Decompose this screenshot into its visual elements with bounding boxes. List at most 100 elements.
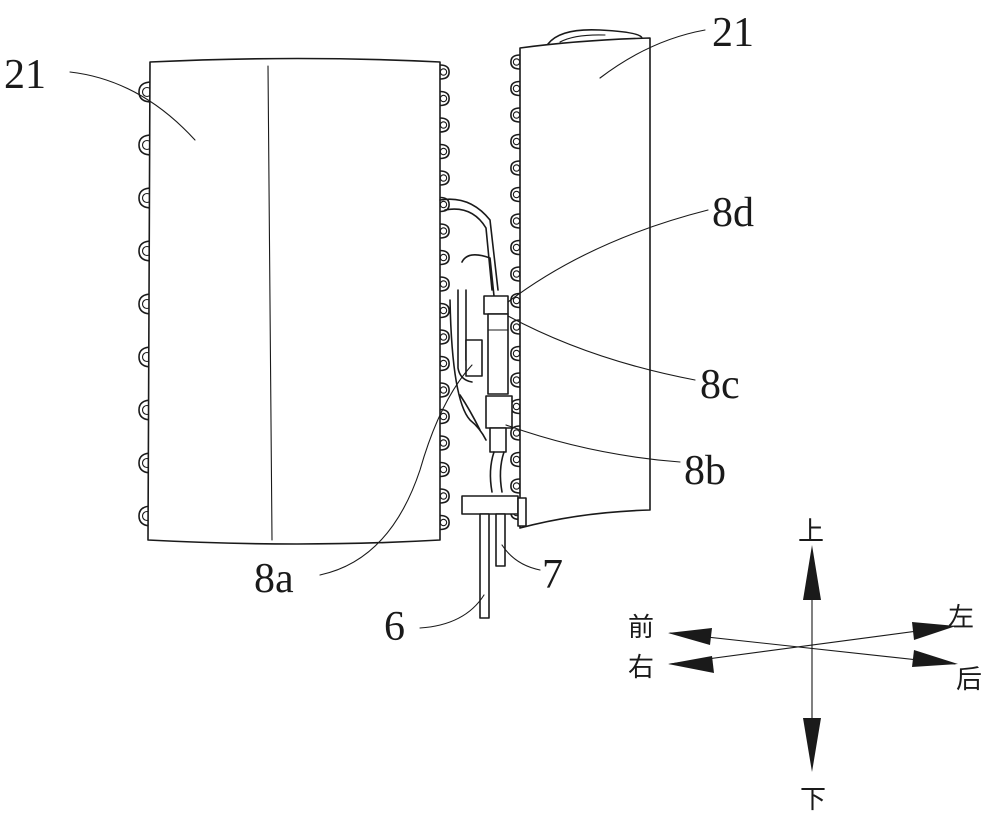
tube-bend-icon xyxy=(510,425,521,441)
tube-bend-icon xyxy=(138,399,153,421)
tube-bend-icon xyxy=(138,293,153,315)
component-8c xyxy=(487,313,509,395)
right-coil-top-curl xyxy=(547,28,643,45)
leader-21-left xyxy=(69,71,196,141)
pipe-lower-bend xyxy=(489,451,495,493)
tube-end-icon xyxy=(439,386,448,394)
tube-end-icon xyxy=(512,164,521,172)
tube-end-icon xyxy=(439,492,448,500)
tube-end-icon xyxy=(512,323,521,331)
tube-end-icon xyxy=(439,227,448,235)
tube-end-icon xyxy=(439,68,448,76)
tube-end-icon xyxy=(439,412,448,421)
arrow-left-icon xyxy=(912,622,956,640)
tube-bend-icon xyxy=(439,514,450,531)
dir-front: 前 xyxy=(628,613,654,643)
direction-compass xyxy=(668,545,958,772)
leader-7 xyxy=(501,544,541,571)
tube-bend-icon xyxy=(138,452,153,474)
tube-bend-icon xyxy=(439,143,450,160)
label-21-right: 21 xyxy=(712,10,754,56)
tube-bend-icon xyxy=(439,408,450,425)
left-coil-tube-ends-left xyxy=(138,81,153,527)
tube-bend-icon xyxy=(439,117,450,133)
tube-bend-icon xyxy=(510,345,521,362)
tube-bend-icon xyxy=(510,80,521,97)
tube-bend-icon xyxy=(510,292,521,309)
leader-8c xyxy=(507,315,696,381)
left-coil-panel xyxy=(147,57,441,545)
tube-bend-icon xyxy=(510,107,521,123)
tube-end-icon xyxy=(512,402,521,411)
arrow-up-icon xyxy=(803,545,821,600)
leader-8b xyxy=(505,424,681,463)
tube-bend-icon xyxy=(439,435,450,451)
tube-bend-icon xyxy=(510,54,521,70)
tube-bend-icon xyxy=(439,170,450,186)
left-coil-center-line xyxy=(267,65,273,541)
tube-bend-icon xyxy=(510,266,521,282)
tube-end-icon xyxy=(512,111,521,119)
tube-end-icon xyxy=(439,465,448,474)
label-8a: 8a xyxy=(254,556,294,602)
tube-end-icon xyxy=(439,439,448,447)
tube-bend-icon xyxy=(510,372,521,388)
tube-bend-icon xyxy=(439,90,450,107)
leader-6 xyxy=(419,594,485,629)
connecting-pipes xyxy=(439,198,499,441)
component-8b-neck xyxy=(489,427,507,453)
label-6: 6 xyxy=(384,604,405,650)
tube-bend-icon xyxy=(138,346,153,368)
leader-21-right xyxy=(599,29,706,79)
tube-end-icon xyxy=(512,137,521,146)
tube-bend-icon xyxy=(510,186,521,203)
right-coil-tube-ends xyxy=(510,54,521,521)
dir-up: 上 xyxy=(798,517,824,547)
arrow-front-icon xyxy=(668,628,712,645)
tube-end-icon xyxy=(512,217,521,225)
component-8a xyxy=(465,339,483,377)
tube-bend-icon xyxy=(510,133,521,150)
tube-bend-icon xyxy=(439,249,450,266)
tube-bend-icon xyxy=(439,382,450,398)
tube-end-icon xyxy=(512,243,521,252)
dir-left: 左 xyxy=(948,603,974,633)
tube-end-icon xyxy=(439,280,448,288)
tube-bend-icon xyxy=(439,488,450,504)
tube-bend-icon xyxy=(138,187,153,209)
tube-end-icon xyxy=(439,200,448,209)
label-8b: 8b xyxy=(684,448,726,494)
tube-bend-icon xyxy=(138,240,153,262)
tube-bend-icon xyxy=(510,319,521,335)
tube-bend-icon xyxy=(510,478,521,494)
tube-bend-icon xyxy=(439,329,450,345)
pipe-6 xyxy=(479,513,490,619)
label-7: 7 xyxy=(542,552,563,598)
tube-bend-icon xyxy=(439,355,450,372)
left-coil-tube-ends-right xyxy=(439,64,450,531)
right-coil-top-curl-inner xyxy=(559,34,606,43)
tube-bend-icon xyxy=(439,196,450,213)
right-coil-panel xyxy=(519,37,651,529)
pipe-bracket xyxy=(461,495,519,515)
component-8b xyxy=(485,395,513,429)
tube-bend-icon xyxy=(138,81,153,103)
tube-bend-icon xyxy=(138,505,153,527)
arrow-right-icon xyxy=(668,656,714,673)
tube-end-icon xyxy=(439,94,448,103)
tube-end-icon xyxy=(439,253,448,262)
tube-bend-icon xyxy=(439,64,450,80)
leader-8d xyxy=(507,209,709,303)
tube-end-icon xyxy=(439,333,448,341)
tube-end-icon xyxy=(512,482,521,490)
tube-bend-icon xyxy=(510,451,521,468)
tube-bend-icon xyxy=(439,302,450,319)
tube-bend-icon xyxy=(510,239,521,256)
dir-down: 下 xyxy=(800,785,826,815)
tube-end-icon xyxy=(439,147,448,156)
dir-right: 右 xyxy=(628,653,654,683)
tube-end-icon xyxy=(512,270,521,278)
arrow-down-icon xyxy=(803,718,821,772)
tube-end-icon xyxy=(439,121,448,129)
